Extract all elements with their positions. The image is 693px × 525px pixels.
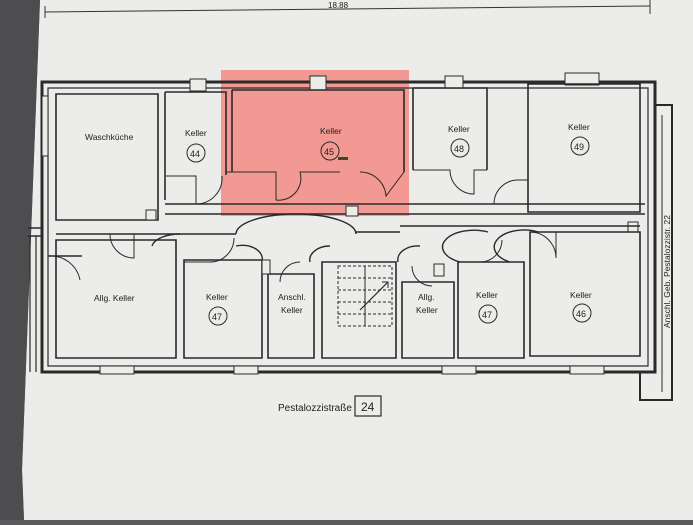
paper <box>22 0 693 520</box>
circle-48 <box>450 138 470 158</box>
lower-doors <box>47 231 557 287</box>
side-note: Anschl. Geb. Pestalozzistr. 22 <box>662 215 672 328</box>
circle-45 <box>320 141 340 161</box>
number-45: 45 <box>324 147 334 157</box>
label-allg-mid-1: Allg. <box>418 292 435 302</box>
number-48: 48 <box>454 144 464 154</box>
marker-45 <box>338 157 348 160</box>
label-keller-44: Keller <box>185 128 207 138</box>
label-keller-47-left: Keller <box>206 292 228 302</box>
house-number-box <box>354 395 382 417</box>
staircase <box>337 265 393 327</box>
dimension-label: 18.88 <box>328 1 349 10</box>
house-number: 24 <box>361 400 375 414</box>
label-keller-45: Keller <box>320 126 342 136</box>
label-anschl-2: Keller <box>281 305 303 315</box>
number-44: 44 <box>190 149 200 159</box>
upper-doors <box>166 169 528 205</box>
stair-columns <box>261 259 445 277</box>
lower-rooms <box>48 231 641 359</box>
label-anschl-1: Anschl. <box>278 292 306 302</box>
number-47-left: 47 <box>212 312 222 322</box>
label-keller-49: Keller <box>568 122 590 132</box>
label-allg-keller-left: Allg. Keller <box>94 293 135 303</box>
label-keller-48: Keller <box>448 124 470 134</box>
street-name: Pestalozzistraße <box>278 403 352 414</box>
circle-47-left <box>208 306 228 326</box>
upper-rooms <box>55 83 645 221</box>
number-47-right: 47 <box>482 310 492 320</box>
number-49: 49 <box>574 142 584 152</box>
circle-49 <box>570 136 590 156</box>
circle-47-right <box>478 304 498 324</box>
circle-46 <box>572 303 592 323</box>
label-allg-mid-2: Keller <box>416 305 438 315</box>
label-keller-46: Keller <box>570 290 592 300</box>
corridor-arches <box>56 213 640 263</box>
circle-44 <box>186 143 206 163</box>
highlight-keller-45 <box>221 70 409 216</box>
label-waschkueche: Waschküche <box>85 132 134 142</box>
paper-shadow <box>0 0 40 520</box>
top-dimension <box>44 0 651 18</box>
label-keller-47-right: Keller <box>476 290 498 300</box>
bottom-windows <box>99 365 605 375</box>
number-46: 46 <box>576 309 586 319</box>
